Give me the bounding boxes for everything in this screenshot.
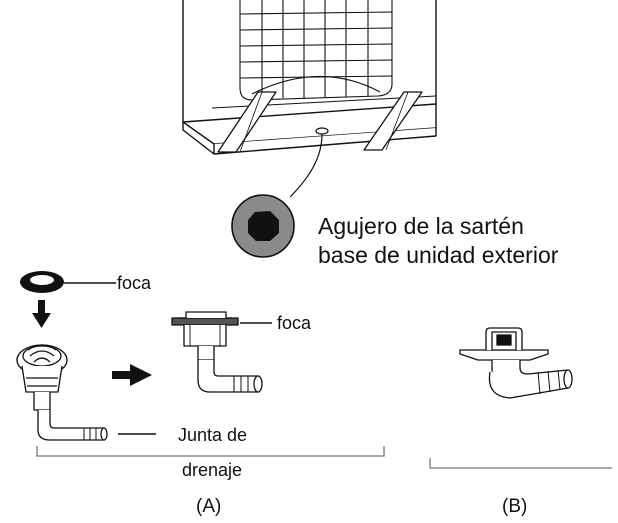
fan-grille xyxy=(239,0,393,101)
right-arrow xyxy=(112,364,152,386)
hole-label-line1: Agujero de la sartén xyxy=(318,213,524,239)
joint-label-line1: Junta de xyxy=(178,425,248,445)
drain-joint-b xyxy=(459,327,573,399)
hole-magnified xyxy=(231,194,295,258)
assembled-drain-joint xyxy=(171,311,263,393)
bracket-b xyxy=(429,458,612,469)
seal-label-top: foca xyxy=(117,273,152,293)
pan-hole xyxy=(289,127,329,198)
hole-label-line2: base de unidad exterior xyxy=(318,242,559,268)
caption-a: (A) xyxy=(196,496,222,517)
bracket-a xyxy=(36,446,385,457)
caption-b: (B) xyxy=(502,496,528,517)
seal-label-right: foca xyxy=(277,313,312,333)
drain-joint-part xyxy=(16,344,108,441)
joint-label-line2: drenaje xyxy=(182,460,243,480)
base-straps xyxy=(217,91,423,153)
down-arrow xyxy=(32,300,51,328)
seal-washer xyxy=(20,271,116,293)
